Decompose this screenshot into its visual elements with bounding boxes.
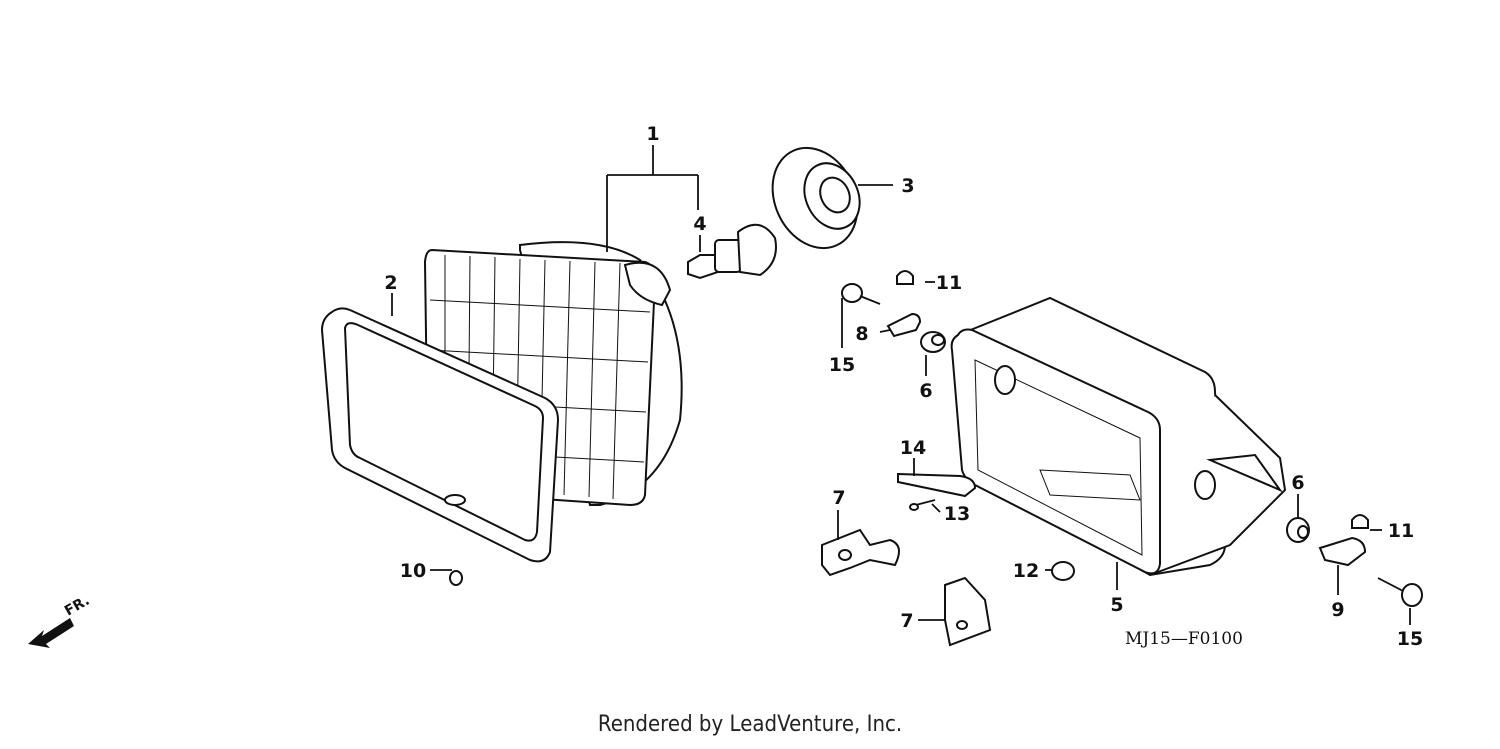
leader-lines — [391, 145, 1411, 625]
front-direction-label: FR. — [62, 593, 92, 620]
bolt-rim[interactable] — [449, 570, 463, 586]
callout-8: 8 — [855, 323, 868, 345]
callout-2: 2 — [384, 272, 397, 294]
callout-11-upper: 11 — [936, 272, 962, 294]
callout-6-lower: 6 — [1291, 472, 1304, 494]
callout-13: 13 — [944, 503, 970, 525]
stay-lower[interactable] — [1318, 536, 1367, 567]
grommet[interactable] — [1051, 561, 1075, 581]
nut-upper[interactable] — [896, 270, 914, 285]
callout-3: 3 — [901, 175, 914, 197]
footer-credit: Rendered by LeadVenture, Inc. — [597, 712, 903, 737]
callout-15-upper: 15 — [829, 354, 855, 376]
collar-lower[interactable] — [1286, 517, 1310, 543]
headlight-case[interactable] — [950, 296, 1287, 577]
callout-9: 9 — [1331, 599, 1344, 621]
reflector-bracket[interactable] — [897, 472, 977, 498]
nut-lower[interactable] — [1351, 0, 1500, 529]
callout-5: 5 — [1110, 594, 1123, 616]
callout-6-upper: 6 — [919, 380, 932, 402]
collar-upper[interactable] — [920, 331, 946, 353]
callout-7-left: 7 — [832, 487, 845, 509]
callout-10: 10 — [400, 560, 426, 582]
callout-1: 1 — [646, 123, 659, 145]
callout-4: 4 — [693, 213, 706, 235]
bolt-upper[interactable] — [841, 283, 881, 305]
callout-12: 12 — [1013, 560, 1039, 582]
stay-upper[interactable] — [886, 312, 922, 338]
screw[interactable] — [909, 499, 936, 511]
headlight-rim[interactable] — [320, 307, 560, 563]
bracket-lower[interactable] — [944, 576, 992, 647]
front-direction-arrow: FR. — [28, 593, 92, 648]
bracket-left[interactable] — [821, 528, 900, 577]
bolt-lower[interactable] — [1377, 577, 1423, 607]
callout-7-lower: 7 — [900, 610, 913, 632]
callout-15-lower: 15 — [1397, 628, 1423, 650]
callout-11-lower: 11 — [1388, 520, 1414, 542]
dust-cover[interactable] — [757, 134, 873, 262]
diagram-part-code: MJ15—F0100 — [1125, 629, 1243, 649]
headlight-bulb[interactable] — [687, 223, 777, 280]
callout-14: 14 — [900, 437, 926, 459]
